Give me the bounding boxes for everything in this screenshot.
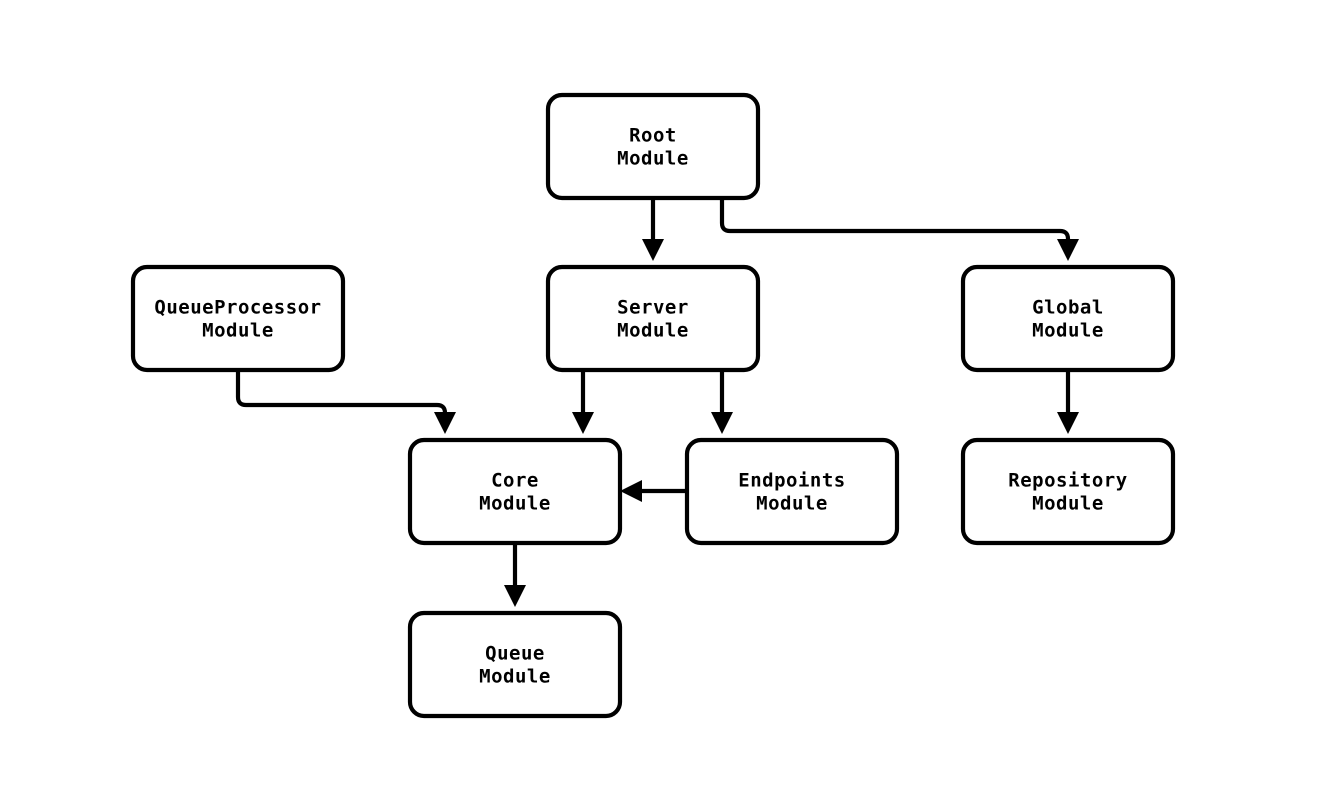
edge-layer — [235, 198, 1079, 607]
node-server-module-box[interactable] — [545, 264, 761, 373]
node-repository-module-label-line1: Repository — [1008, 470, 1127, 492]
edge-core-to-queue-arrowhead — [504, 585, 526, 607]
node-queue-module-label-line2: Module — [479, 666, 551, 688]
node-endpoints-module-label-line1: Endpoints — [738, 470, 845, 492]
edge-root-to-global-arrowhead — [1057, 239, 1079, 261]
edge-global-to-repository — [1057, 370, 1079, 434]
edge-server-to-endpoints — [711, 370, 733, 434]
node-global-module-box[interactable] — [960, 264, 1176, 373]
node-endpoints-module[interactable]: Endpoints Module — [684, 437, 900, 546]
edge-root-to-server — [642, 198, 664, 261]
node-repository-module-box[interactable] — [960, 437, 1176, 546]
edge-core-to-queue — [504, 543, 526, 607]
node-server-module-label-line1: Server — [617, 297, 689, 319]
edge-root-to-server-arrowhead — [642, 239, 664, 261]
node-core-module[interactable]: Core Module — [407, 437, 623, 546]
node-endpoints-module-box[interactable] — [684, 437, 900, 546]
edge-endpoints-to-core — [620, 480, 687, 502]
node-server-module-label-line2: Module — [617, 320, 689, 342]
node-queue-module[interactable]: Queue Module — [407, 610, 623, 719]
edge-root-to-global-line — [719, 198, 1071, 243]
node-queueprocessor-module-label-line2: Module — [202, 320, 274, 342]
node-root-module[interactable]: Root Module — [545, 92, 761, 201]
node-queueprocessor-module-box[interactable] — [130, 264, 346, 373]
node-queueprocessor-module-label-line1: QueueProcessor — [154, 297, 321, 319]
node-endpoints-module-label-line2: Module — [756, 493, 828, 515]
edge-server-to-core — [572, 370, 594, 434]
node-queue-module-box[interactable] — [407, 610, 623, 719]
node-server-module[interactable]: Server Module — [545, 264, 761, 373]
edge-queueprocessor-to-core — [235, 370, 456, 434]
node-global-module-label-line2: Module — [1032, 320, 1104, 342]
node-queue-module-label-line1: Queue — [485, 643, 545, 665]
node-root-module-box[interactable] — [545, 92, 761, 201]
node-core-module-label-line1: Core — [491, 470, 539, 492]
node-layer: Root Module QueueProcessor Module Server… — [130, 92, 1176, 719]
node-queueprocessor-module[interactable]: QueueProcessor Module — [130, 264, 346, 373]
edge-server-to-core-arrowhead — [572, 412, 594, 434]
edge-queueprocessor-to-core-arrowhead — [434, 412, 456, 434]
edge-server-to-endpoints-arrowhead — [711, 412, 733, 434]
node-global-module[interactable]: Global Module — [960, 264, 1176, 373]
edge-root-to-global — [719, 198, 1079, 261]
node-repository-module[interactable]: Repository Module — [960, 437, 1176, 546]
node-core-module-label-line2: Module — [479, 493, 551, 515]
edge-global-to-repository-arrowhead — [1057, 412, 1079, 434]
node-core-module-box[interactable] — [407, 437, 623, 546]
node-root-module-label-line1: Root — [629, 125, 677, 147]
node-repository-module-label-line2: Module — [1032, 493, 1104, 515]
edge-endpoints-to-core-arrowhead — [620, 480, 642, 502]
node-global-module-label-line1: Global — [1032, 297, 1104, 319]
node-root-module-label-line2: Module — [617, 148, 689, 170]
edge-queueprocessor-to-core-line — [235, 370, 448, 416]
